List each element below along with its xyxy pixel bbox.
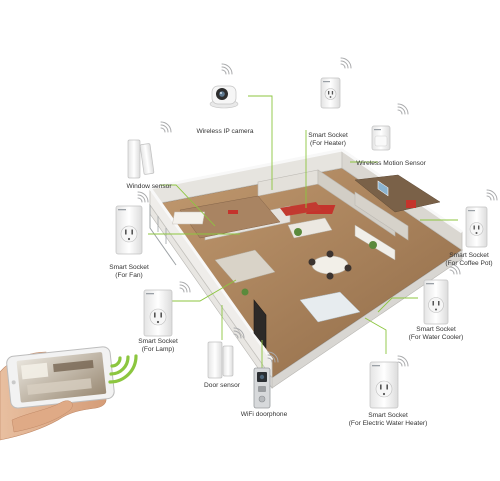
house-partition-d: [354, 191, 409, 241]
label-line: (For Coffee Pot): [445, 259, 493, 267]
label-line: (For Fan): [115, 271, 143, 279]
label-line: Window sensor: [126, 183, 172, 190]
label-line: Wireless IP camera: [196, 128, 254, 135]
wifi-signal-icon: [340, 57, 352, 69]
label-line: WiFi doorphone: [240, 411, 288, 418]
wifi-signal-icon: [397, 355, 409, 367]
smart-socket-icon: [369, 361, 399, 409]
connector-ip-camera: [248, 95, 273, 190]
label-motion-sensor: Wireless Motion Sensor: [344, 160, 438, 168]
label-line: (For Lamp): [141, 345, 175, 353]
connector-window-sensor: [160, 184, 216, 227]
wifi-signal-icon: [486, 189, 498, 201]
connector-socket-water-cooler: [377, 297, 418, 313]
label-socket-coffee: Smart Socket (For Coffee Pot): [438, 252, 500, 267]
label-line: Smart Socket: [416, 326, 456, 333]
window-sensor-icon: [127, 139, 155, 179]
house-sofa-red: [280, 202, 322, 216]
label-line: Smart Socket: [138, 338, 178, 345]
wifi-signal-icon: [108, 354, 138, 384]
wifi-signal-icon: [221, 63, 233, 75]
connector-socket-lamp: [166, 279, 237, 302]
door-sensor-icon: [207, 341, 234, 379]
label-line: Smart Socket: [449, 252, 489, 259]
wifi-signal-icon: [179, 281, 191, 293]
house-rug: [214, 249, 276, 284]
wifi-signal-icon: [137, 191, 149, 203]
label-socket-heater: Smart Socket (For Heater): [296, 132, 360, 147]
house-dining-table: [311, 255, 349, 275]
smart-socket-icon: [143, 289, 173, 337]
label-line: Smart Socket: [109, 264, 149, 271]
wifi-signal-icon: [233, 327, 245, 339]
connector-lines: [148, 95, 458, 368]
wifi-signal-icon: [267, 351, 279, 363]
house-balcony-railing: [149, 205, 177, 266]
wifi-signal-icon: [397, 103, 409, 115]
label-socket-lamp: Smart Socket (For Lamp): [130, 338, 186, 353]
house-plant: [369, 241, 377, 249]
smart-socket-icon: [465, 206, 488, 248]
house-wall-top-left: [148, 187, 274, 361]
house-chair: [344, 264, 352, 272]
signal-arcs: [137, 57, 498, 367]
house-chair: [308, 258, 316, 266]
smart-socket-icon: [320, 77, 341, 109]
label-socket-fan: Smart Socket (For Fan): [100, 264, 158, 279]
label-door-sensor: Door sensor: [196, 382, 248, 390]
house-plant: [294, 228, 302, 236]
house-pillow-red: [228, 210, 238, 214]
wifi-signal-icon: [160, 121, 172, 133]
label-line: Wireless Motion Sensor: [356, 160, 426, 167]
label-line: Smart Socket: [308, 132, 348, 139]
label-doorphone: WiFi doorphone: [234, 411, 294, 419]
house-window-red: [406, 200, 416, 208]
ip-camera-icon: [209, 85, 239, 109]
house-bathroom: [299, 291, 361, 323]
house-plant: [241, 288, 249, 296]
motion-sensor-icon: [371, 125, 391, 151]
label-line: (For Water Cooler): [408, 333, 464, 341]
smart-socket-icon: [423, 279, 449, 325]
label-line: (For Electric Water Heater): [348, 419, 428, 427]
house-room-bedroom-left: [179, 195, 281, 239]
connector-socket-water-heater: [364, 317, 387, 354]
house-room-bedroom-right: [354, 174, 441, 213]
house-bed-left: [172, 211, 205, 225]
doorphone-icon: [253, 367, 271, 409]
label-ip-camera: Wireless IP camera: [188, 128, 262, 136]
label-line: Door sensor: [204, 382, 240, 389]
thumb: [11, 400, 73, 433]
house-chair: [326, 272, 334, 280]
wifi-signal-icon: [449, 263, 461, 275]
label-socket-water-heater: Smart Socket (For Electric Water Heater): [336, 412, 440, 427]
label-window-sensor: Window sensor: [118, 183, 180, 191]
label-line: (For Heater): [310, 139, 346, 147]
smartphone-icon: [6, 346, 115, 409]
smartphone-in-hand: [0, 346, 138, 441]
smart-socket-icon: [115, 205, 143, 255]
label-socket-water-cooler: Smart Socket (For Water Cooler): [402, 326, 470, 341]
house-window: [377, 180, 389, 197]
label-line: Smart Socket: [368, 412, 408, 419]
house-front-door: [253, 299, 267, 349]
house-chair: [326, 250, 334, 258]
